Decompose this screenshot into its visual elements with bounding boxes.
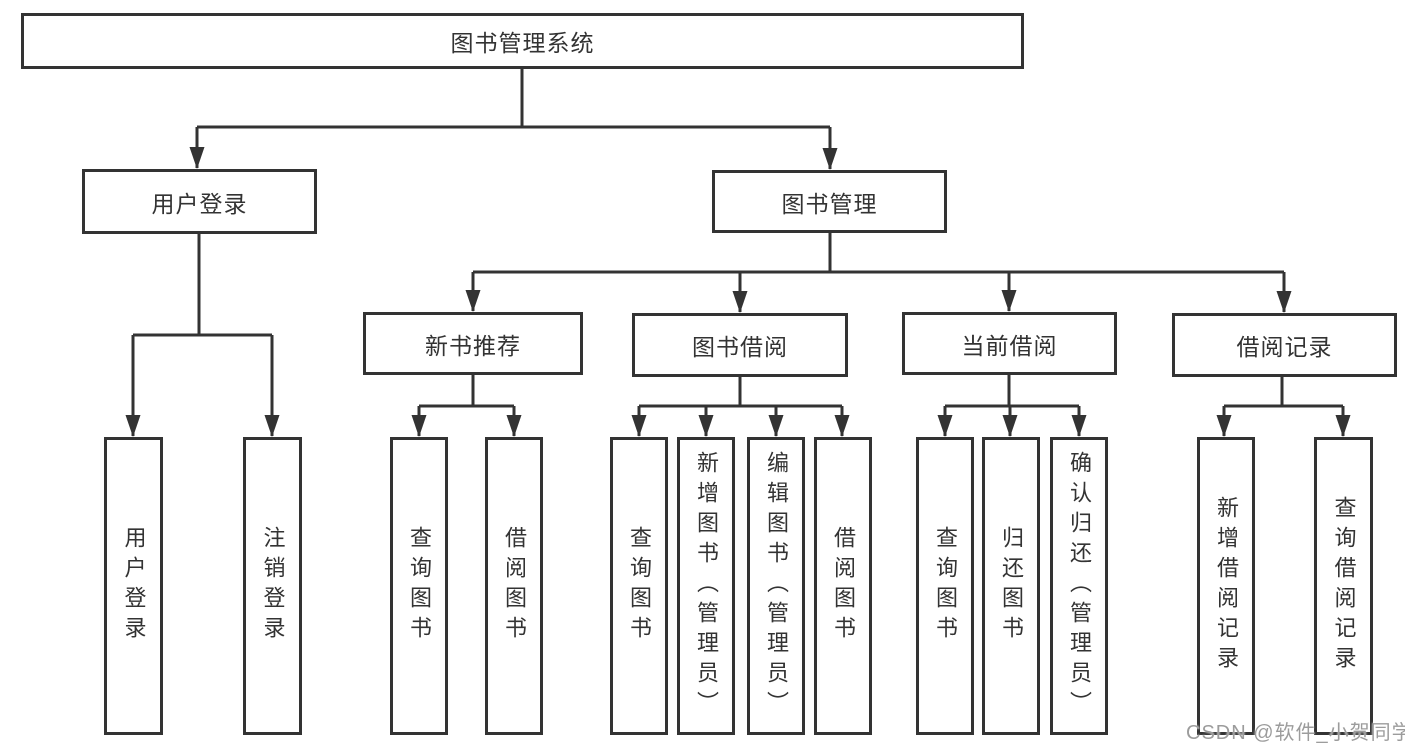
node-label: 确认归还（管理员） bbox=[1067, 451, 1092, 721]
leaf-user-login: 用户登录 bbox=[104, 437, 163, 735]
node-borrow-records: 借阅记录 bbox=[1172, 313, 1397, 377]
leaf-borrow-query-book: 查询图书 bbox=[610, 437, 668, 735]
csdn-watermark: CSDN @软件_小贺同学 bbox=[1186, 722, 1405, 744]
node-label: 借阅记录 bbox=[1236, 334, 1333, 360]
node-label: 新书推荐 bbox=[425, 332, 521, 359]
node-label: 查询图书 bbox=[933, 526, 958, 646]
node-user-login: 用户登录 bbox=[82, 169, 317, 234]
leaf-logout: 注销登录 bbox=[243, 437, 302, 735]
node-book-management: 图书管理 bbox=[712, 170, 947, 233]
node-book-borrow: 图书借阅 bbox=[632, 313, 848, 377]
node-label: 查询图书 bbox=[407, 526, 432, 646]
node-label: 编辑图书（管理员） bbox=[764, 451, 789, 721]
node-new-book-recommend: 新书推荐 bbox=[363, 312, 583, 375]
leaf-borrow-add-book-admin: 新增图书（管理员） bbox=[677, 437, 735, 735]
node-label: 查询借阅记录 bbox=[1331, 496, 1357, 676]
node-label: 注销登录 bbox=[260, 526, 286, 646]
leaf-current-query-book: 查询图书 bbox=[916, 437, 974, 735]
node-label: 用户登录 bbox=[121, 526, 147, 646]
node-label: 当前借阅 bbox=[961, 332, 1058, 359]
leaf-borrow-edit-book-admin: 编辑图书（管理员） bbox=[747, 437, 805, 735]
node-label: 图书管理 bbox=[781, 190, 878, 217]
node-label: 用户登录 bbox=[151, 190, 248, 217]
leaf-borrow-borrow-book: 借阅图书 bbox=[814, 437, 872, 735]
node-label: 查询图书 bbox=[627, 526, 652, 646]
node-label: 归还图书 bbox=[999, 526, 1024, 646]
node-label: 借阅图书 bbox=[831, 526, 856, 646]
node-label: 借阅图书 bbox=[502, 526, 527, 646]
leaf-recommend-borrow-book: 借阅图书 bbox=[485, 437, 543, 735]
node-label: 图书借阅 bbox=[692, 334, 788, 360]
node-label: 图书管理系统 bbox=[450, 30, 595, 56]
node-current-borrow: 当前借阅 bbox=[902, 312, 1117, 375]
node-label: 新增借阅记录 bbox=[1214, 496, 1239, 676]
leaf-current-confirm-return-admin: 确认归还（管理员） bbox=[1050, 437, 1108, 735]
node-system: 图书管理系统 bbox=[21, 13, 1024, 69]
leaf-record-query-borrow-record: 查询借阅记录 bbox=[1314, 437, 1373, 735]
leaf-recommend-query-book: 查询图书 bbox=[390, 437, 448, 735]
leaf-record-add-borrow-record: 新增借阅记录 bbox=[1197, 437, 1255, 735]
node-label: 新增图书（管理员） bbox=[694, 451, 719, 721]
leaf-current-return-book: 归还图书 bbox=[982, 437, 1040, 735]
